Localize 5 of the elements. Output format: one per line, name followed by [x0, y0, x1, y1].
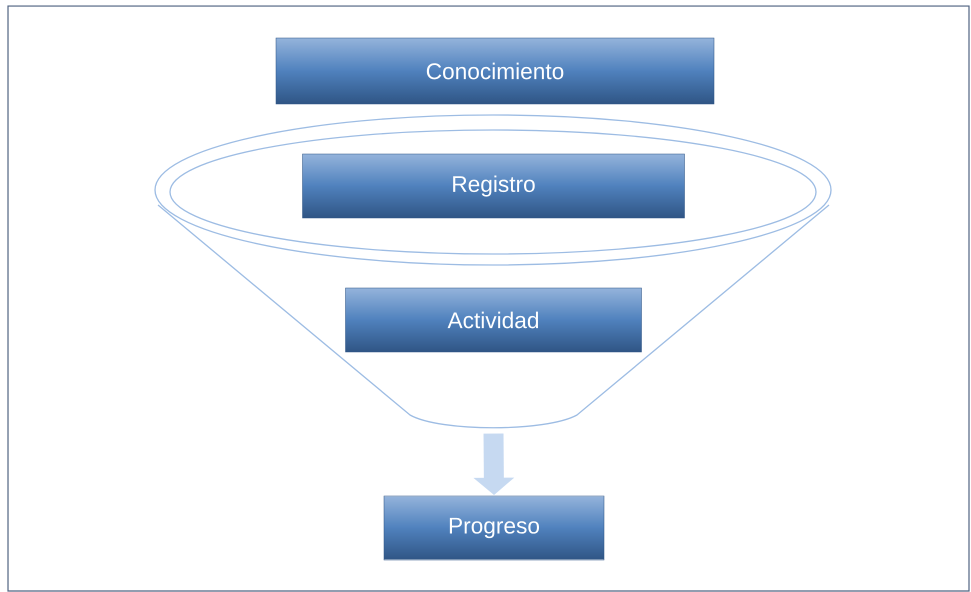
process-box: Registro	[302, 154, 685, 218]
process-box: Progreso	[384, 496, 604, 560]
process-box: Actividad	[345, 288, 642, 352]
process-box: Conocimiento	[276, 38, 714, 104]
funnel-drawing	[154, 114, 832, 428]
